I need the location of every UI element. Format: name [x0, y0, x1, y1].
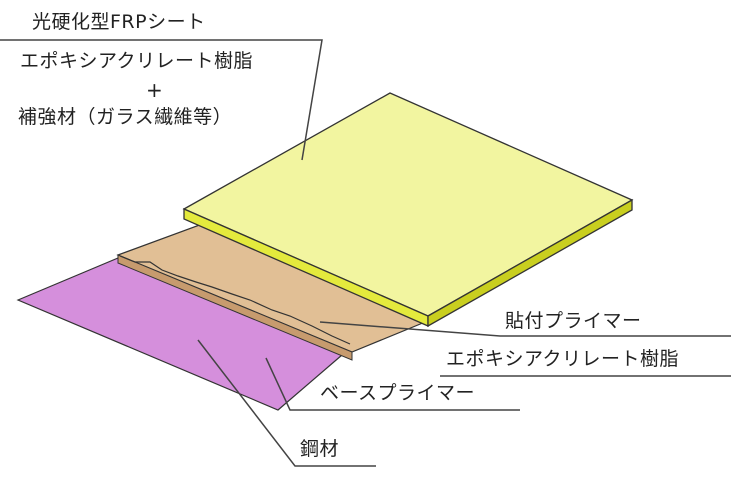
label-base-primer: ベースプライマー [320, 382, 476, 404]
label-bonding-primer: 貼付プライマー [505, 310, 642, 332]
primer-layer-front [117, 254, 353, 361]
label-bonding-primer-resin: エポキシアクリレート樹脂 [446, 348, 680, 370]
label-frp-resin: エポキシアクリレート樹脂 [20, 50, 254, 72]
leader-base-primer [265, 357, 520, 411]
primer-rough-edge [119, 255, 351, 345]
label-frp-title: 光硬化型FRPシート [32, 11, 206, 33]
frp-sheet-right-edge [427, 198, 633, 328]
label-frp-reinforcement: 補強材（ガラス繊維等） [18, 106, 233, 128]
leader-steel [197, 339, 376, 467]
label-steel: 鋼材 [300, 438, 340, 460]
leader-bonding-primer [319, 321, 731, 337]
leader-frp [0, 39, 323, 161]
label-plus: + [146, 78, 164, 102]
